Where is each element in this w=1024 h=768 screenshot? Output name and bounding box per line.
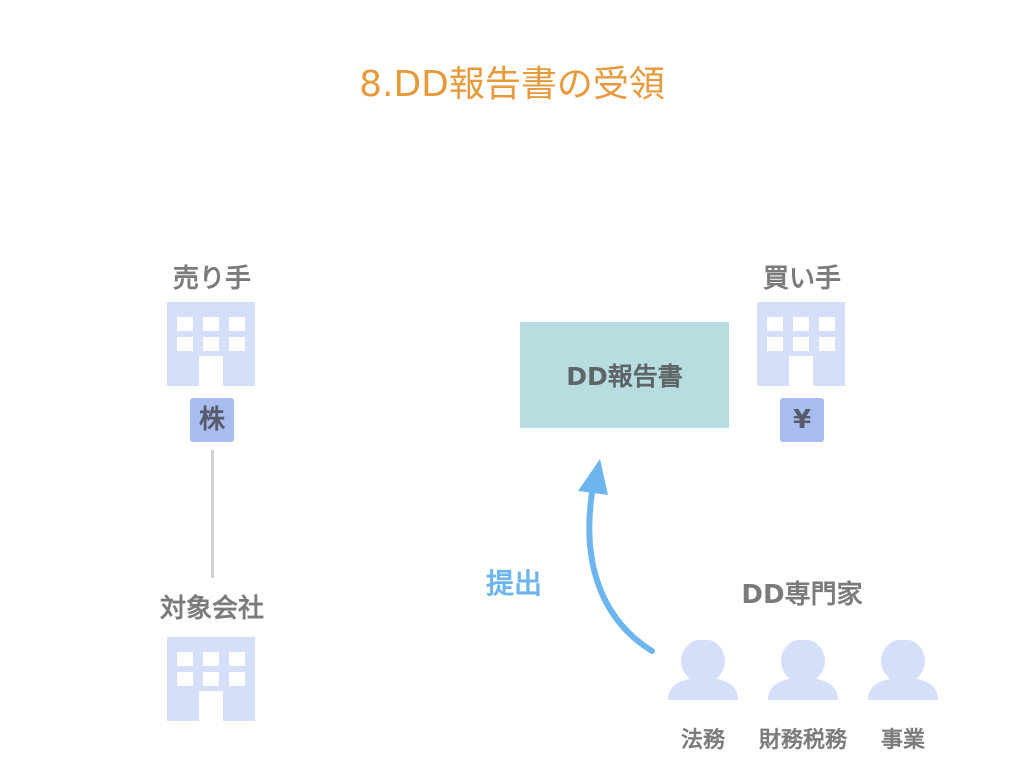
dd-report-box: DD報告書 [520, 322, 729, 428]
business-expert-icon [868, 640, 938, 700]
submit-label: 提出 [486, 567, 543, 600]
expert-label-financial-tax: 財務税務 [758, 728, 847, 753]
seller-label: 売り手 [172, 264, 251, 294]
seller-building-icon [167, 302, 255, 386]
stock-badge: 株 [190, 398, 234, 442]
yen-badge: ¥ [780, 398, 824, 442]
ownership-connector-line [211, 450, 214, 578]
page-title: 8.DD報告書の受領 [359, 64, 665, 105]
expert-label-legal: 法務 [680, 728, 725, 753]
submit-arrow-icon [578, 459, 655, 654]
expert-label-business: 事業 [880, 728, 925, 753]
target-company-label: 対象会社 [159, 594, 264, 624]
dd-experts-label: DD専門家 [741, 580, 863, 610]
dd-report-label: DD報告書 [566, 362, 683, 391]
buyer-label: 買い手 [762, 264, 841, 294]
target-building-icon [167, 637, 255, 721]
buyer-building-icon [757, 302, 845, 386]
financial-tax-expert-icon [768, 640, 838, 700]
legal-expert-icon [668, 640, 738, 700]
